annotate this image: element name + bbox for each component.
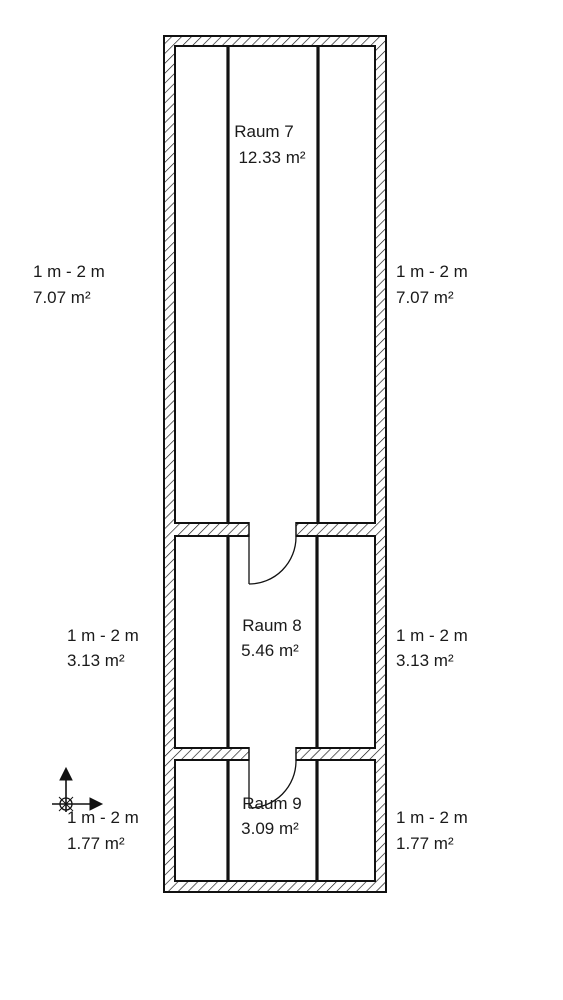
room-7-area: 12.33 m²: [238, 148, 305, 167]
zone-7-right-height: 1 m - 2 m: [396, 262, 468, 281]
zone-9-left-area: 1.77 m²: [67, 834, 125, 853]
zone-7-left-height: 1 m - 2 m: [33, 262, 105, 281]
zone-9-left-height: 1 m - 2 m: [67, 808, 139, 827]
room-9-area: 3.09 m²: [241, 819, 299, 838]
zone-7-right-area: 7.07 m²: [396, 288, 454, 307]
door-swing-icon: [248, 760, 297, 809]
zone-8-right-height: 1 m - 2 m: [396, 626, 468, 645]
door-swing-icon: [248, 536, 297, 585]
room-7-name: Raum 7: [234, 122, 294, 141]
zone-8-left-height: 1 m - 2 m: [67, 626, 139, 645]
room-7-floor: [174, 45, 376, 524]
zone-9-right-height: 1 m - 2 m: [396, 808, 468, 827]
axis-origin-icon: [52, 766, 104, 812]
zone-9-right-area: 1.77 m²: [396, 834, 454, 853]
height-zone-lines: [226, 46, 320, 881]
room-8-name: Raum 8: [242, 616, 302, 635]
room-9-name: Raum 9: [242, 794, 302, 813]
zone-8-left-area: 3.13 m²: [67, 651, 125, 670]
room-8-floor: [174, 535, 376, 749]
room-8-area: 5.46 m²: [241, 641, 299, 660]
door-opening-7-8: [249, 522, 296, 537]
door-opening-8-9: [249, 747, 296, 761]
zone-7-left-area: 7.07 m²: [33, 288, 91, 307]
zone-8-right-area: 3.13 m²: [396, 651, 454, 670]
